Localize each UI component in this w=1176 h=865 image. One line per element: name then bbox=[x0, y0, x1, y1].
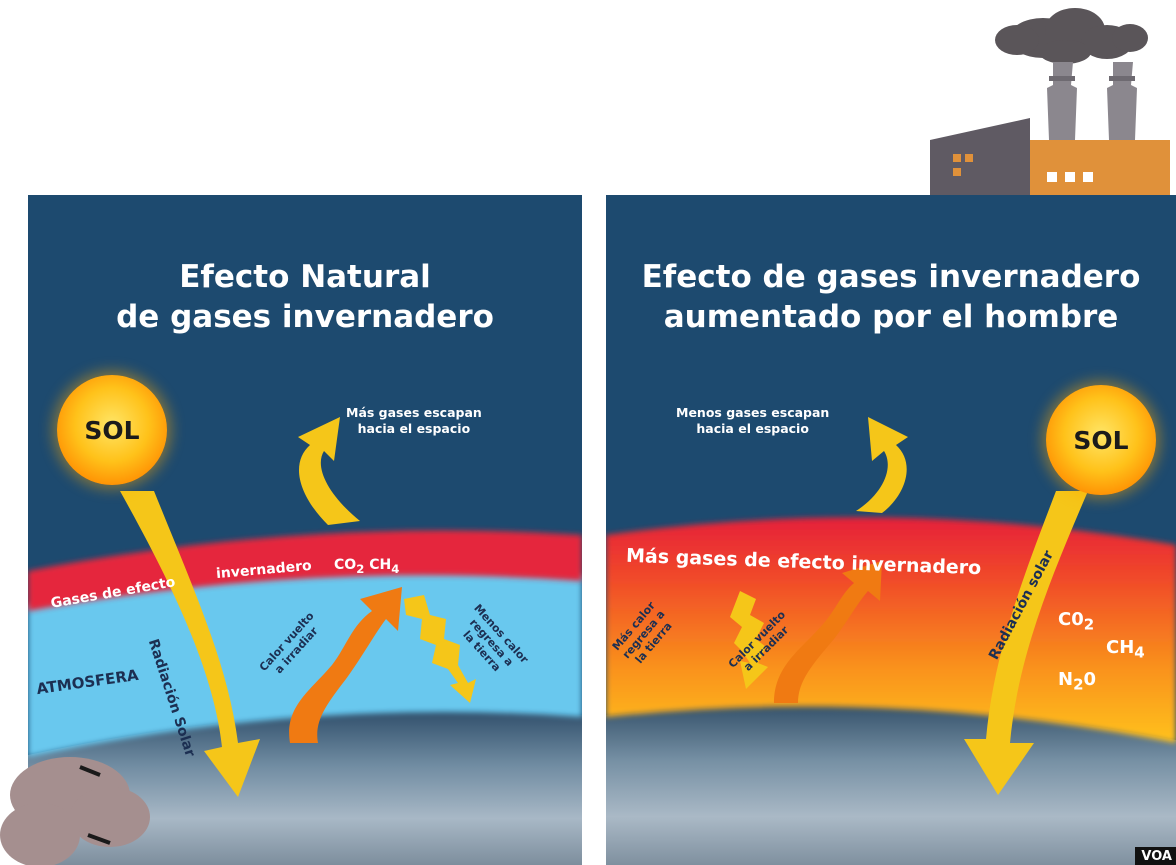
co2-label: C02 bbox=[1058, 609, 1094, 634]
human-enhanced-effect-panel: Efecto de gases invernadero aumentado po… bbox=[606, 195, 1176, 865]
title-line-1: Efecto de gases invernadero bbox=[641, 259, 1141, 295]
escape-note: Más gases escapan hacia el espacio bbox=[346, 405, 482, 437]
earth-surface bbox=[606, 704, 1176, 865]
voa-watermark: VOA bbox=[1135, 847, 1176, 865]
sun-label: SOL bbox=[1073, 425, 1129, 455]
title-line-1: Efecto Natural bbox=[179, 259, 431, 295]
escape-note-line-2: hacia el espacio bbox=[696, 421, 809, 436]
natural-effect-scene bbox=[28, 417, 582, 865]
n2o-tail: 0 bbox=[1083, 669, 1097, 690]
earth-surface bbox=[28, 710, 582, 865]
returning-heat-arrow bbox=[404, 595, 476, 703]
title-line-2: de gases invernadero bbox=[116, 299, 494, 335]
n2o-subscript: 2 bbox=[1073, 675, 1084, 694]
chimney-icon bbox=[1047, 62, 1137, 140]
returning-heat-arrow bbox=[730, 591, 768, 689]
sun-icon: SOL bbox=[57, 375, 167, 485]
escape-arrow bbox=[298, 417, 360, 525]
solar-radiation-arrow bbox=[964, 491, 1088, 795]
escape-note-line-2: hacia el espacio bbox=[357, 421, 471, 436]
panel-title: Efecto Natural de gases invernadero bbox=[28, 257, 582, 337]
co2-subscript: 2 bbox=[1083, 615, 1095, 634]
title-line-2: aumentado por el hombre bbox=[663, 299, 1119, 335]
escape-arrow bbox=[856, 417, 908, 513]
natural-effect-panel: Efecto Natural de gases invernadero SOL … bbox=[28, 195, 582, 865]
sun-icon: SOL bbox=[1046, 385, 1156, 495]
panel-title: Efecto de gases invernadero aumentado po… bbox=[606, 257, 1176, 337]
smoke-cloud-icon bbox=[995, 8, 1148, 64]
smoke-blob-icon bbox=[0, 757, 150, 865]
escape-note: Menos gases escapan hacia el espacio bbox=[676, 405, 829, 437]
sun-label: SOL bbox=[84, 415, 140, 445]
escape-note-line-1: Más gases escapan bbox=[346, 405, 482, 420]
escape-note-line-1: Menos gases escapan bbox=[676, 405, 830, 420]
ch4-label: CH4 bbox=[1106, 637, 1145, 662]
ch4-formula: CH bbox=[369, 557, 392, 573]
reradiated-heat-arrow bbox=[774, 561, 882, 703]
co2-subscript: 2 bbox=[356, 561, 365, 576]
co2-text: C0 bbox=[1058, 609, 1084, 630]
enhanced-effect-scene bbox=[606, 417, 1176, 865]
reradiated-heat-arrow bbox=[289, 587, 402, 743]
ch4-subscript: 4 bbox=[1134, 643, 1145, 662]
solar-radiation-arrow bbox=[120, 491, 260, 797]
atmosphere-band bbox=[28, 569, 582, 757]
co2-formula: CO bbox=[334, 557, 357, 573]
ch4-subscript: 4 bbox=[391, 561, 400, 576]
n2o-text: N bbox=[1058, 669, 1074, 690]
gas-formulas: CO2 CH4 bbox=[334, 557, 399, 576]
n2o-label: N20 bbox=[1058, 669, 1096, 694]
ch4-text: CH bbox=[1106, 637, 1135, 658]
